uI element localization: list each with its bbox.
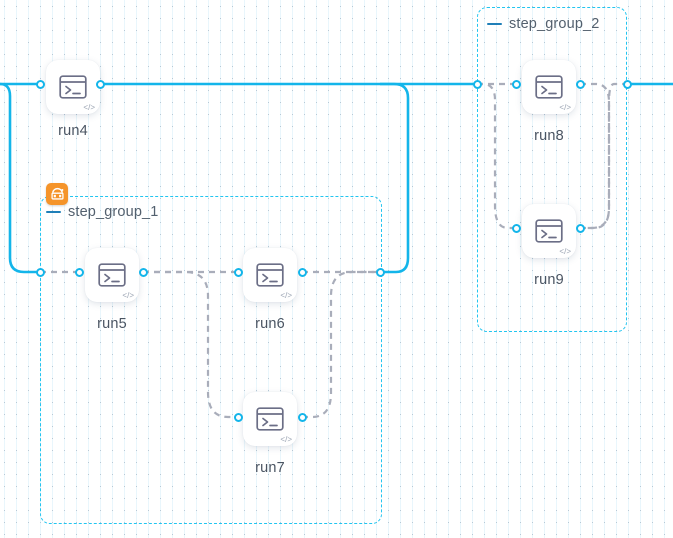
code-glyph-icon: </>: [122, 291, 134, 300]
terminal-icon: [256, 407, 284, 431]
handle-group1-out[interactable]: [375, 267, 385, 277]
handle-run8-target[interactable]: [511, 79, 521, 89]
group-step-group-1[interactable]: [40, 196, 382, 524]
handle-run5-source[interactable]: [138, 267, 148, 277]
minus-icon[interactable]: [46, 210, 61, 214]
node-run7[interactable]: </>: [243, 392, 297, 446]
group-label-text: step_group_1: [68, 204, 159, 220]
node-run9[interactable]: </>: [522, 204, 576, 258]
node-run4[interactable]: </>: [46, 60, 100, 114]
edge-group1-out-up: [380, 82, 410, 274]
node-label-run4: run4: [58, 123, 88, 139]
node-label-run5: run5: [97, 316, 127, 332]
node-run5[interactable]: </>: [85, 248, 139, 302]
code-glyph-icon: </>: [83, 103, 95, 112]
handle-run5-target[interactable]: [74, 267, 84, 277]
bot-icon-glyph: [50, 187, 64, 200]
terminal-icon: [535, 219, 563, 243]
handle-group2-in[interactable]: [472, 79, 482, 89]
handle-group2-out[interactable]: [622, 79, 632, 89]
group-label-step-group-1[interactable]: step_group_1: [46, 204, 159, 220]
node-label-run8: run8: [534, 128, 564, 144]
node-label-run7: run7: [255, 460, 285, 476]
code-glyph-icon: </>: [559, 247, 571, 256]
node-run8[interactable]: </>: [522, 60, 576, 114]
code-glyph-icon: </>: [280, 435, 292, 444]
handle-group1-in[interactable]: [35, 267, 45, 277]
handle-run6-source[interactable]: [297, 267, 307, 277]
handle-run6-target[interactable]: [233, 267, 243, 277]
node-label-run9: run9: [534, 272, 564, 288]
handle-run7-target[interactable]: [233, 412, 243, 422]
bot-icon[interactable]: [46, 183, 68, 205]
code-glyph-icon: </>: [559, 103, 571, 112]
terminal-icon: [535, 75, 563, 99]
terminal-icon: [59, 75, 87, 99]
node-run6[interactable]: </>: [243, 248, 297, 302]
minus-icon[interactable]: [487, 22, 502, 26]
handle-run4-target[interactable]: [35, 79, 45, 89]
edge-left-branch-down: [0, 82, 40, 274]
code-glyph-icon: </>: [280, 291, 292, 300]
handle-run9-source[interactable]: [575, 223, 585, 233]
group-step-group-2[interactable]: [477, 7, 627, 332]
terminal-icon: [256, 263, 284, 287]
handle-run8-source[interactable]: [575, 79, 585, 89]
handle-run9-target[interactable]: [511, 223, 521, 233]
group-label-text: step_group_2: [509, 16, 600, 32]
group-label-step-group-2[interactable]: step_group_2: [487, 16, 600, 32]
node-label-run6: run6: [255, 316, 285, 332]
handle-run7-source[interactable]: [297, 412, 307, 422]
handle-run4-source[interactable]: [95, 79, 105, 89]
terminal-icon: [98, 263, 126, 287]
